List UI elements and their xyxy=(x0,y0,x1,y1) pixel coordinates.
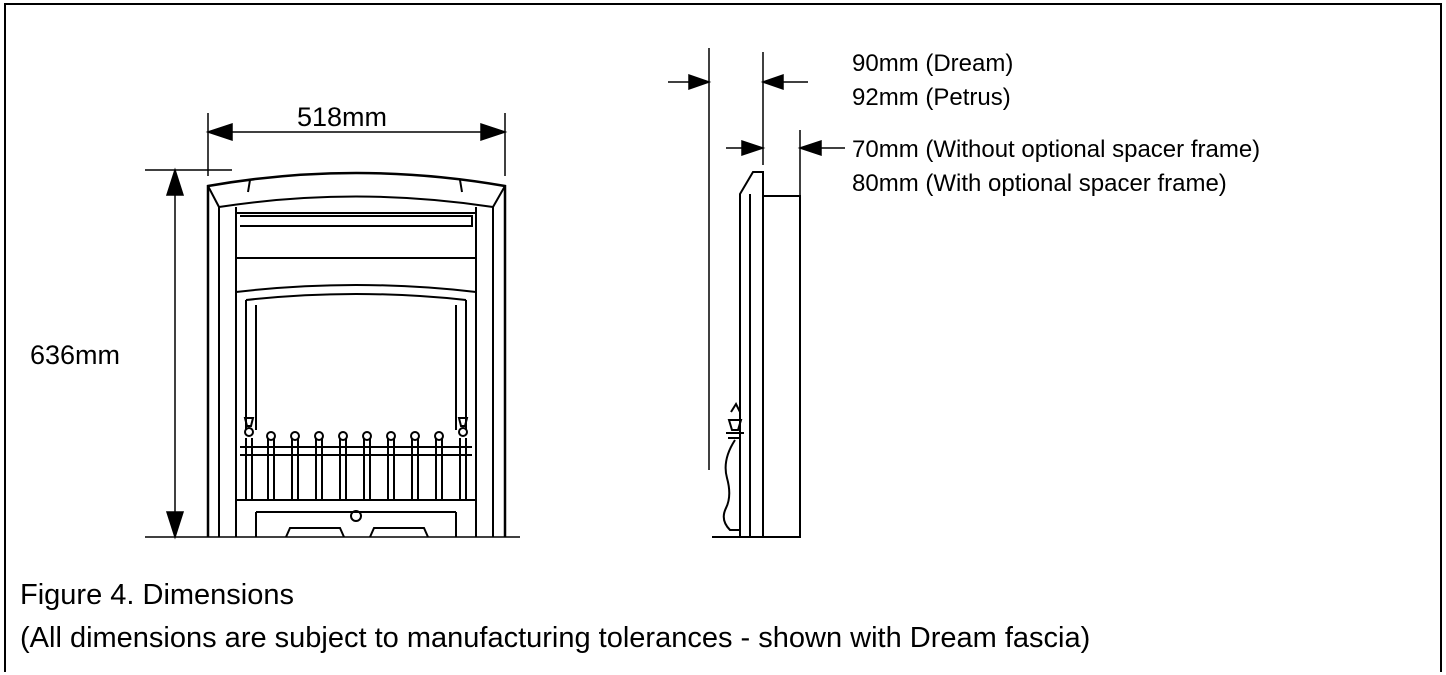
depth-dimension-dream xyxy=(668,48,808,470)
figure-note: (All dimensions are subject to manufactu… xyxy=(20,622,1091,654)
width-dimension xyxy=(205,113,508,176)
depth-with-spacer-label: 80mm (With optional spacer frame) xyxy=(852,170,1227,197)
depth-dream-label: 90mm (Dream) xyxy=(852,50,1014,77)
figure-caption: Figure 4. Dimensions xyxy=(20,579,294,611)
height-label: 636mm xyxy=(30,340,121,370)
height-dimension xyxy=(145,167,232,540)
depth-without-spacer-label: 70mm (Without optional spacer frame) xyxy=(852,136,1261,163)
width-label: 518mm xyxy=(297,102,388,132)
depth-petrus-label: 92mm (Petrus) xyxy=(852,84,1011,111)
figure-frame xyxy=(4,3,1442,672)
depth-dimension-spacer xyxy=(726,130,845,196)
front-view-fireplace xyxy=(200,171,520,538)
side-view-fireplace xyxy=(712,171,801,538)
fret-bars xyxy=(243,417,469,500)
